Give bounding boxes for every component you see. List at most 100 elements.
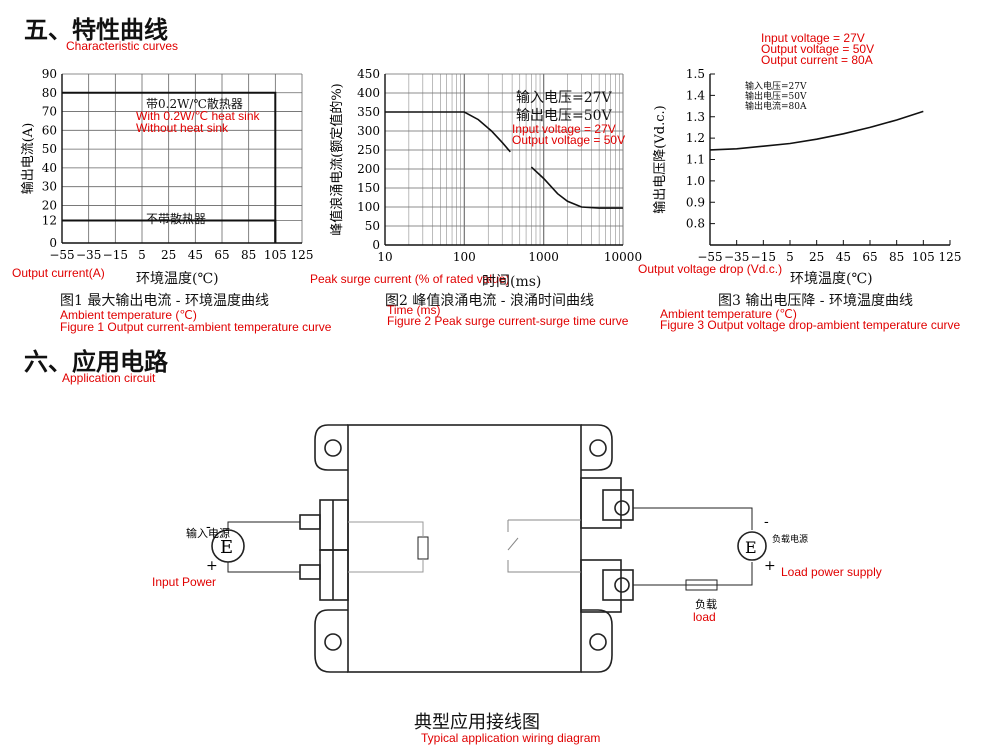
relay-body <box>347 424 582 673</box>
chart2-annotation-en-1: Input voltage = 27V <box>512 122 616 136</box>
section6-subtitle: Application circuit <box>62 371 156 385</box>
y-tick-label: 450 <box>357 67 380 81</box>
load-source-symbol: E <box>745 538 757 557</box>
flange-top-right <box>581 424 613 471</box>
x-tick-label: −35 <box>76 248 101 262</box>
load-minus: - <box>764 514 769 530</box>
y-tick-label: 1.1 <box>686 153 705 167</box>
y-tick-label: 100 <box>357 200 380 214</box>
input-label-en: Input Power <box>152 575 217 589</box>
y-tick-label: 0.9 <box>686 195 705 209</box>
load-supply-label: 负载电源 <box>772 533 808 545</box>
chart2-ylabel-en: Peak surge current (% of rated value) <box>310 272 510 286</box>
x-tick-label: 125 <box>291 248 314 262</box>
load-plus: + <box>764 558 776 574</box>
chart3-xlabel-en: Ambient temperature (℃) <box>660 307 797 321</box>
input-source-symbol: E <box>220 537 233 558</box>
chart1-caption: 图1 最大输出电流 - 环境温度曲线 <box>60 293 269 309</box>
flange-top-left <box>314 424 348 471</box>
chart2-caption: 图2 峰值浪涌电流 - 浪涌时间曲线 <box>385 293 594 309</box>
load-label: 负载 <box>695 597 717 611</box>
x-tick-label: −15 <box>751 250 776 264</box>
input-terminal-neg <box>319 549 349 601</box>
series-line-1 <box>709 110 924 151</box>
y-tick-label: 300 <box>357 124 380 138</box>
y-axis-label: 峰值浪涌电流(额定值的%) <box>329 83 345 236</box>
y-tick-label: 12 <box>42 213 57 227</box>
y-tick-label: 30 <box>42 180 57 194</box>
x-tick-label: 1000 <box>528 250 559 264</box>
input-terminal-pos <box>319 499 349 551</box>
chart2-annotation-en-2: Output voltage = 50V <box>512 133 626 147</box>
x-tick-label: −35 <box>724 250 749 264</box>
input-minus: - <box>206 519 211 535</box>
chart1-caption-en: Figure 1 Output current-ambient temperat… <box>60 320 332 334</box>
x-tick-label: 10 <box>377 250 392 264</box>
output-terminal-2 <box>580 559 622 613</box>
x-tick-label: 25 <box>809 250 824 264</box>
y-axis-label: 输出电压降(Vd.c.) <box>652 105 668 213</box>
y-tick-label: 250 <box>357 143 380 157</box>
x-tick-label: −55 <box>49 248 74 262</box>
series-line-1 <box>62 91 277 243</box>
input-plus: + <box>206 558 218 574</box>
y-tick-label: 70 <box>42 105 57 119</box>
x-tick-label: 85 <box>889 250 904 264</box>
x-tick-label: 85 <box>241 248 256 262</box>
y-axis-label: 输出电流(A) <box>20 123 36 195</box>
chart1-xlabel: 环境温度(℃) <box>136 271 219 287</box>
x-tick-label: 105 <box>264 248 287 262</box>
x-tick-label: 5 <box>138 248 146 262</box>
x-tick-label: 65 <box>214 248 229 262</box>
x-tick-label: −15 <box>103 248 128 262</box>
y-tick-label: 60 <box>42 123 57 137</box>
chart1-series1-label: 带0.2W/℃散热器 <box>146 97 243 111</box>
y-tick-label: 50 <box>365 219 380 233</box>
chart2-annotation-1: 输入电压=27V <box>516 90 612 106</box>
section6-title: 六、应用电路 <box>24 348 168 376</box>
x-tick-label: −55 <box>697 250 722 264</box>
x-tick-label: 45 <box>188 248 203 262</box>
x-tick-label: 5 <box>786 250 794 264</box>
chart3-annotation-3: 输出电流=80A <box>745 102 807 112</box>
x-tick-label: 65 <box>862 250 877 264</box>
y-tick-label: 400 <box>357 86 380 100</box>
y-tick-label: 1.3 <box>686 110 705 124</box>
y-tick-label: 20 <box>42 198 57 212</box>
y-tick-label: 1.2 <box>686 131 705 145</box>
section5-subtitle: Characteristic curves <box>66 39 179 53</box>
y-tick-label: 150 <box>357 181 380 195</box>
flange-bottom-right <box>581 609 613 673</box>
series-line-2 <box>62 219 277 243</box>
chart3-annotation-en-1: Input voltage = 27V <box>761 31 865 45</box>
chart3-annotation-en-2: Output voltage = 50V <box>761 42 875 56</box>
load-source <box>737 531 767 561</box>
chart3-annotation-1: 输入电压=27V <box>745 82 807 92</box>
input-source <box>211 529 245 563</box>
y-tick-label: 1.5 <box>686 67 705 81</box>
load-supply-label-en: Load power supply <box>781 565 882 579</box>
chart3-ylabel-en: Output voltage drop (Vd.c.) <box>638 262 783 276</box>
chart3-annotation-en-3: Output current = 80A <box>761 53 873 67</box>
series-line-2 <box>530 166 623 209</box>
y-tick-label: 80 <box>42 86 57 100</box>
chart2-xlabel-en: Time (ms) <box>387 303 441 317</box>
chart1-series2-label: 不带散热器 <box>146 212 207 226</box>
y-tick-label: 200 <box>357 162 380 176</box>
y-tick-label: 50 <box>42 142 57 156</box>
y-tick-label: 0 <box>372 238 380 252</box>
chart2-xlabel: 时间(ms) <box>482 274 542 290</box>
wiring-caption-en: Typical application wiring diagram <box>421 731 601 745</box>
chart2-caption-en: Figure 2 Peak surge current-surge time c… <box>387 314 629 328</box>
output-terminal-1 <box>580 477 622 529</box>
load-label-en: load <box>693 610 716 624</box>
x-tick-label: 100 <box>453 250 476 264</box>
x-tick-label: 125 <box>939 250 962 264</box>
y-tick-label: 40 <box>42 161 57 175</box>
chart3-xlabel: 环境温度(℃) <box>790 271 873 287</box>
input-label: 输入电源 <box>186 526 230 540</box>
chart1-xlabel-en: Ambient temperature (℃) <box>60 308 197 322</box>
